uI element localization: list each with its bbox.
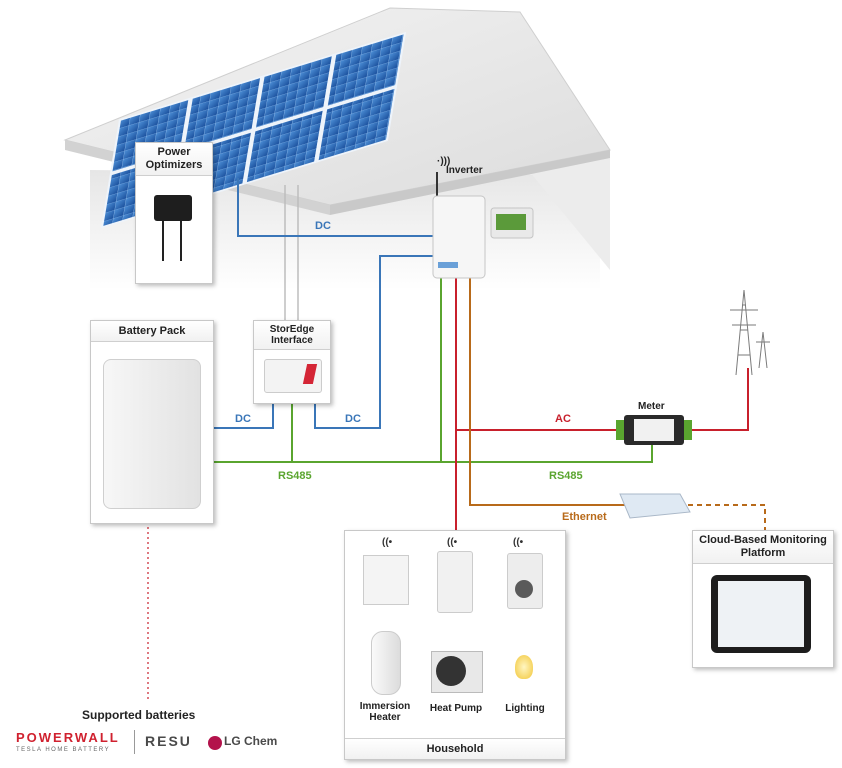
controller-icon — [437, 551, 473, 613]
ethernet-wires — [469, 278, 766, 530]
optimizer-device-icon — [154, 195, 192, 221]
inverter-device — [432, 172, 534, 279]
power-optimizers-box: Power Optimizers — [135, 142, 213, 284]
rs485-label-right: RS485 — [549, 470, 583, 482]
dc-label-battery: DC — [235, 413, 251, 425]
storedge-device-icon — [264, 359, 322, 393]
household-title: Household — [345, 738, 565, 759]
power-optimizers-title: Power Optimizers — [136, 143, 212, 176]
resu-logo: RESU — [145, 733, 192, 749]
lgchem-logo-icon — [208, 736, 222, 750]
appliance-label: Heat Pump — [429, 703, 483, 714]
cloud-monitoring-title: Cloud-Based Monitoring Platform — [693, 531, 833, 564]
wifi-icon: ((• — [447, 537, 458, 548]
water-heater-icon — [371, 631, 401, 695]
dc-wires — [212, 178, 433, 429]
ethernet-label: Ethernet — [562, 511, 607, 523]
pylon-icon — [730, 289, 770, 376]
lgchem-logo: LG Chem — [224, 734, 278, 748]
wifi-icon: ·))) — [437, 156, 451, 167]
powerwall-logo: POWERWALL — [16, 730, 120, 745]
appliance-label: Lighting — [505, 703, 545, 714]
battery-pack-box: Battery Pack — [90, 320, 214, 524]
battery-pack-title: Battery Pack — [91, 321, 213, 342]
meter-device — [616, 415, 692, 445]
wifi-icon: ((• — [513, 537, 524, 548]
dc-label-storedge: DC — [345, 413, 361, 425]
battery-icon — [103, 359, 201, 509]
powerwall-tagline: TESLA HOME BATTERY — [16, 747, 111, 753]
lightbulb-icon — [515, 655, 533, 679]
tablet-icon — [711, 575, 811, 653]
wifi-icon: ((• — [382, 537, 393, 548]
solar-panel-icon — [100, 31, 407, 229]
supported-batteries-heading: Supported batteries — [82, 708, 196, 722]
inverter-label: Inverter — [446, 165, 483, 176]
household-box: ((• Immersion Heater ((• Heat Pump ((• L… — [344, 530, 566, 760]
ac-label: AC — [555, 413, 571, 425]
dc-label-optimizer: DC — [315, 220, 331, 232]
rs485-label-left: RS485 — [278, 470, 312, 482]
cloud-monitoring-box: Cloud-Based Monitoring Platform — [692, 530, 834, 668]
rs485-wires — [212, 278, 653, 463]
logo-divider — [134, 730, 135, 754]
router-icon — [619, 493, 691, 519]
meter-label: Meter — [638, 401, 665, 412]
storedge-interface-box: StorEdge Interface — [253, 320, 331, 404]
smart-plug-icon — [507, 553, 543, 609]
appliance-label: Immersion Heater — [359, 701, 411, 723]
storedge-interface-title: StorEdge Interface — [254, 321, 330, 350]
controller-icon — [363, 555, 409, 605]
heat-pump-icon — [431, 651, 483, 693]
